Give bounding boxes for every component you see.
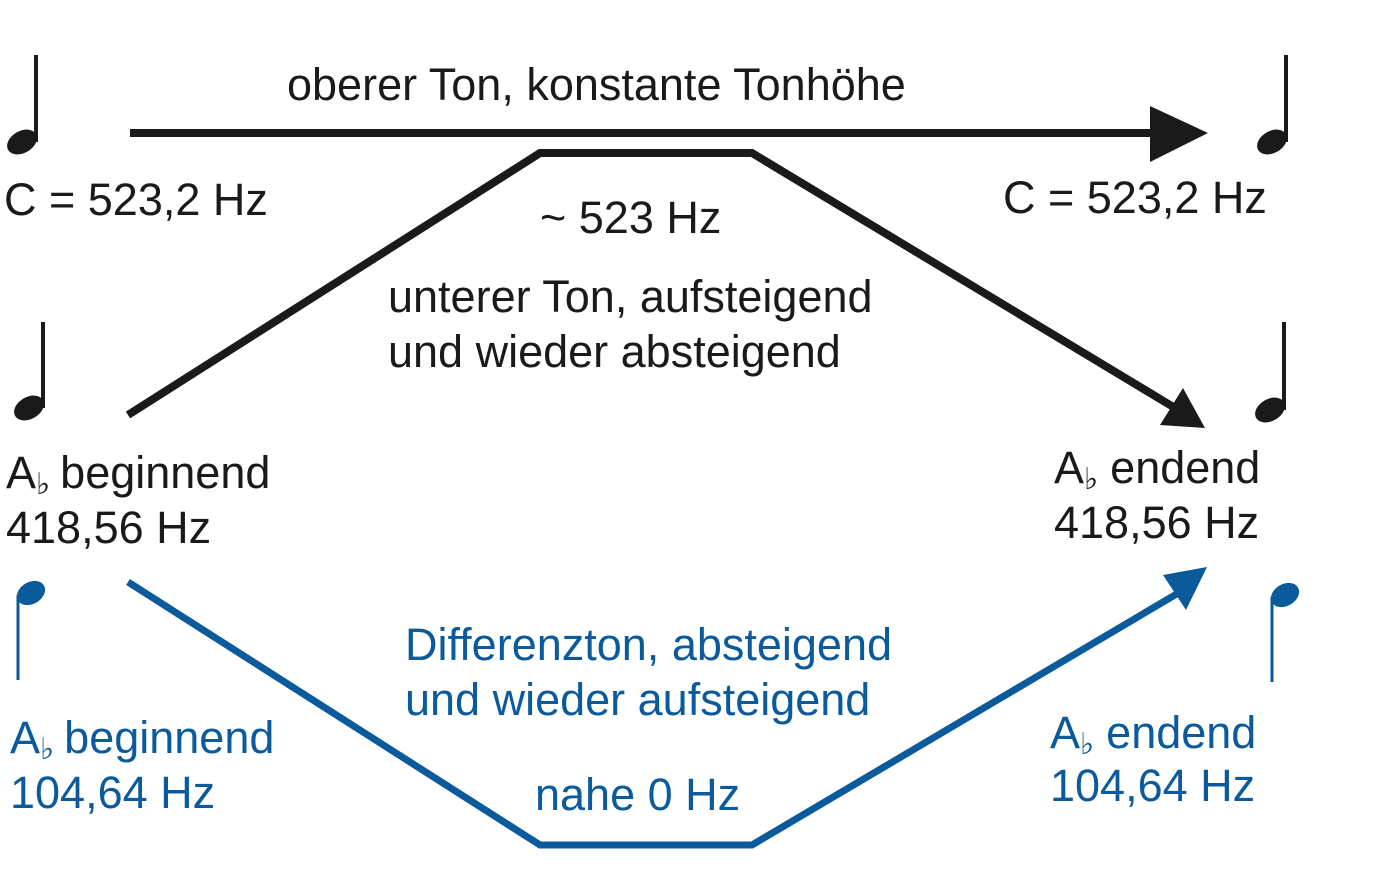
lower-desc-line2: und wieder absteigend xyxy=(388,326,841,377)
note-icon-lower-end xyxy=(1255,322,1286,423)
lower-end-label: A♭endend xyxy=(1054,442,1260,496)
upper-start-freq: C = 523,2 Hz xyxy=(4,174,268,225)
note-icon-upper-end xyxy=(1257,55,1288,155)
lower-desc-line1: unterer Ton, aufsteigend xyxy=(388,271,873,322)
lower-tone-arrow xyxy=(125,149,1205,428)
difference-desc-line1: Differenzton, absteigend xyxy=(405,619,892,670)
note-icon-difference-start xyxy=(16,580,46,680)
note-icon-difference-end xyxy=(1270,582,1300,682)
difference-start-freq: 104,64 Hz xyxy=(10,767,215,818)
difference-end-freq: 104,64 Hz xyxy=(1050,760,1255,811)
lower-end-freq: 418,56 Hz xyxy=(1054,497,1259,548)
upper-tone-title: oberer Ton, konstante Tonhöhe xyxy=(287,59,906,110)
lower-peak-freq: ~ 523 Hz xyxy=(540,192,721,243)
upper-end-freq: C = 523,2 Hz xyxy=(1003,172,1267,223)
difference-tone-arrow xyxy=(126,567,1207,849)
note-icon-lower-start xyxy=(14,322,45,421)
lower-start-label: A♭beginnend xyxy=(6,447,270,501)
difference-trough-freq: nahe 0 Hz xyxy=(535,769,740,820)
note-icon-upper-start xyxy=(7,55,38,155)
difference-desc-line2: und wieder aufsteigend xyxy=(405,674,870,725)
lower-start-freq: 418,56 Hz xyxy=(6,502,211,553)
upper-tone-arrow xyxy=(130,106,1208,162)
difference-start-label: A♭beginnend xyxy=(10,712,274,766)
difference-end-label: A♭endend xyxy=(1050,707,1256,761)
